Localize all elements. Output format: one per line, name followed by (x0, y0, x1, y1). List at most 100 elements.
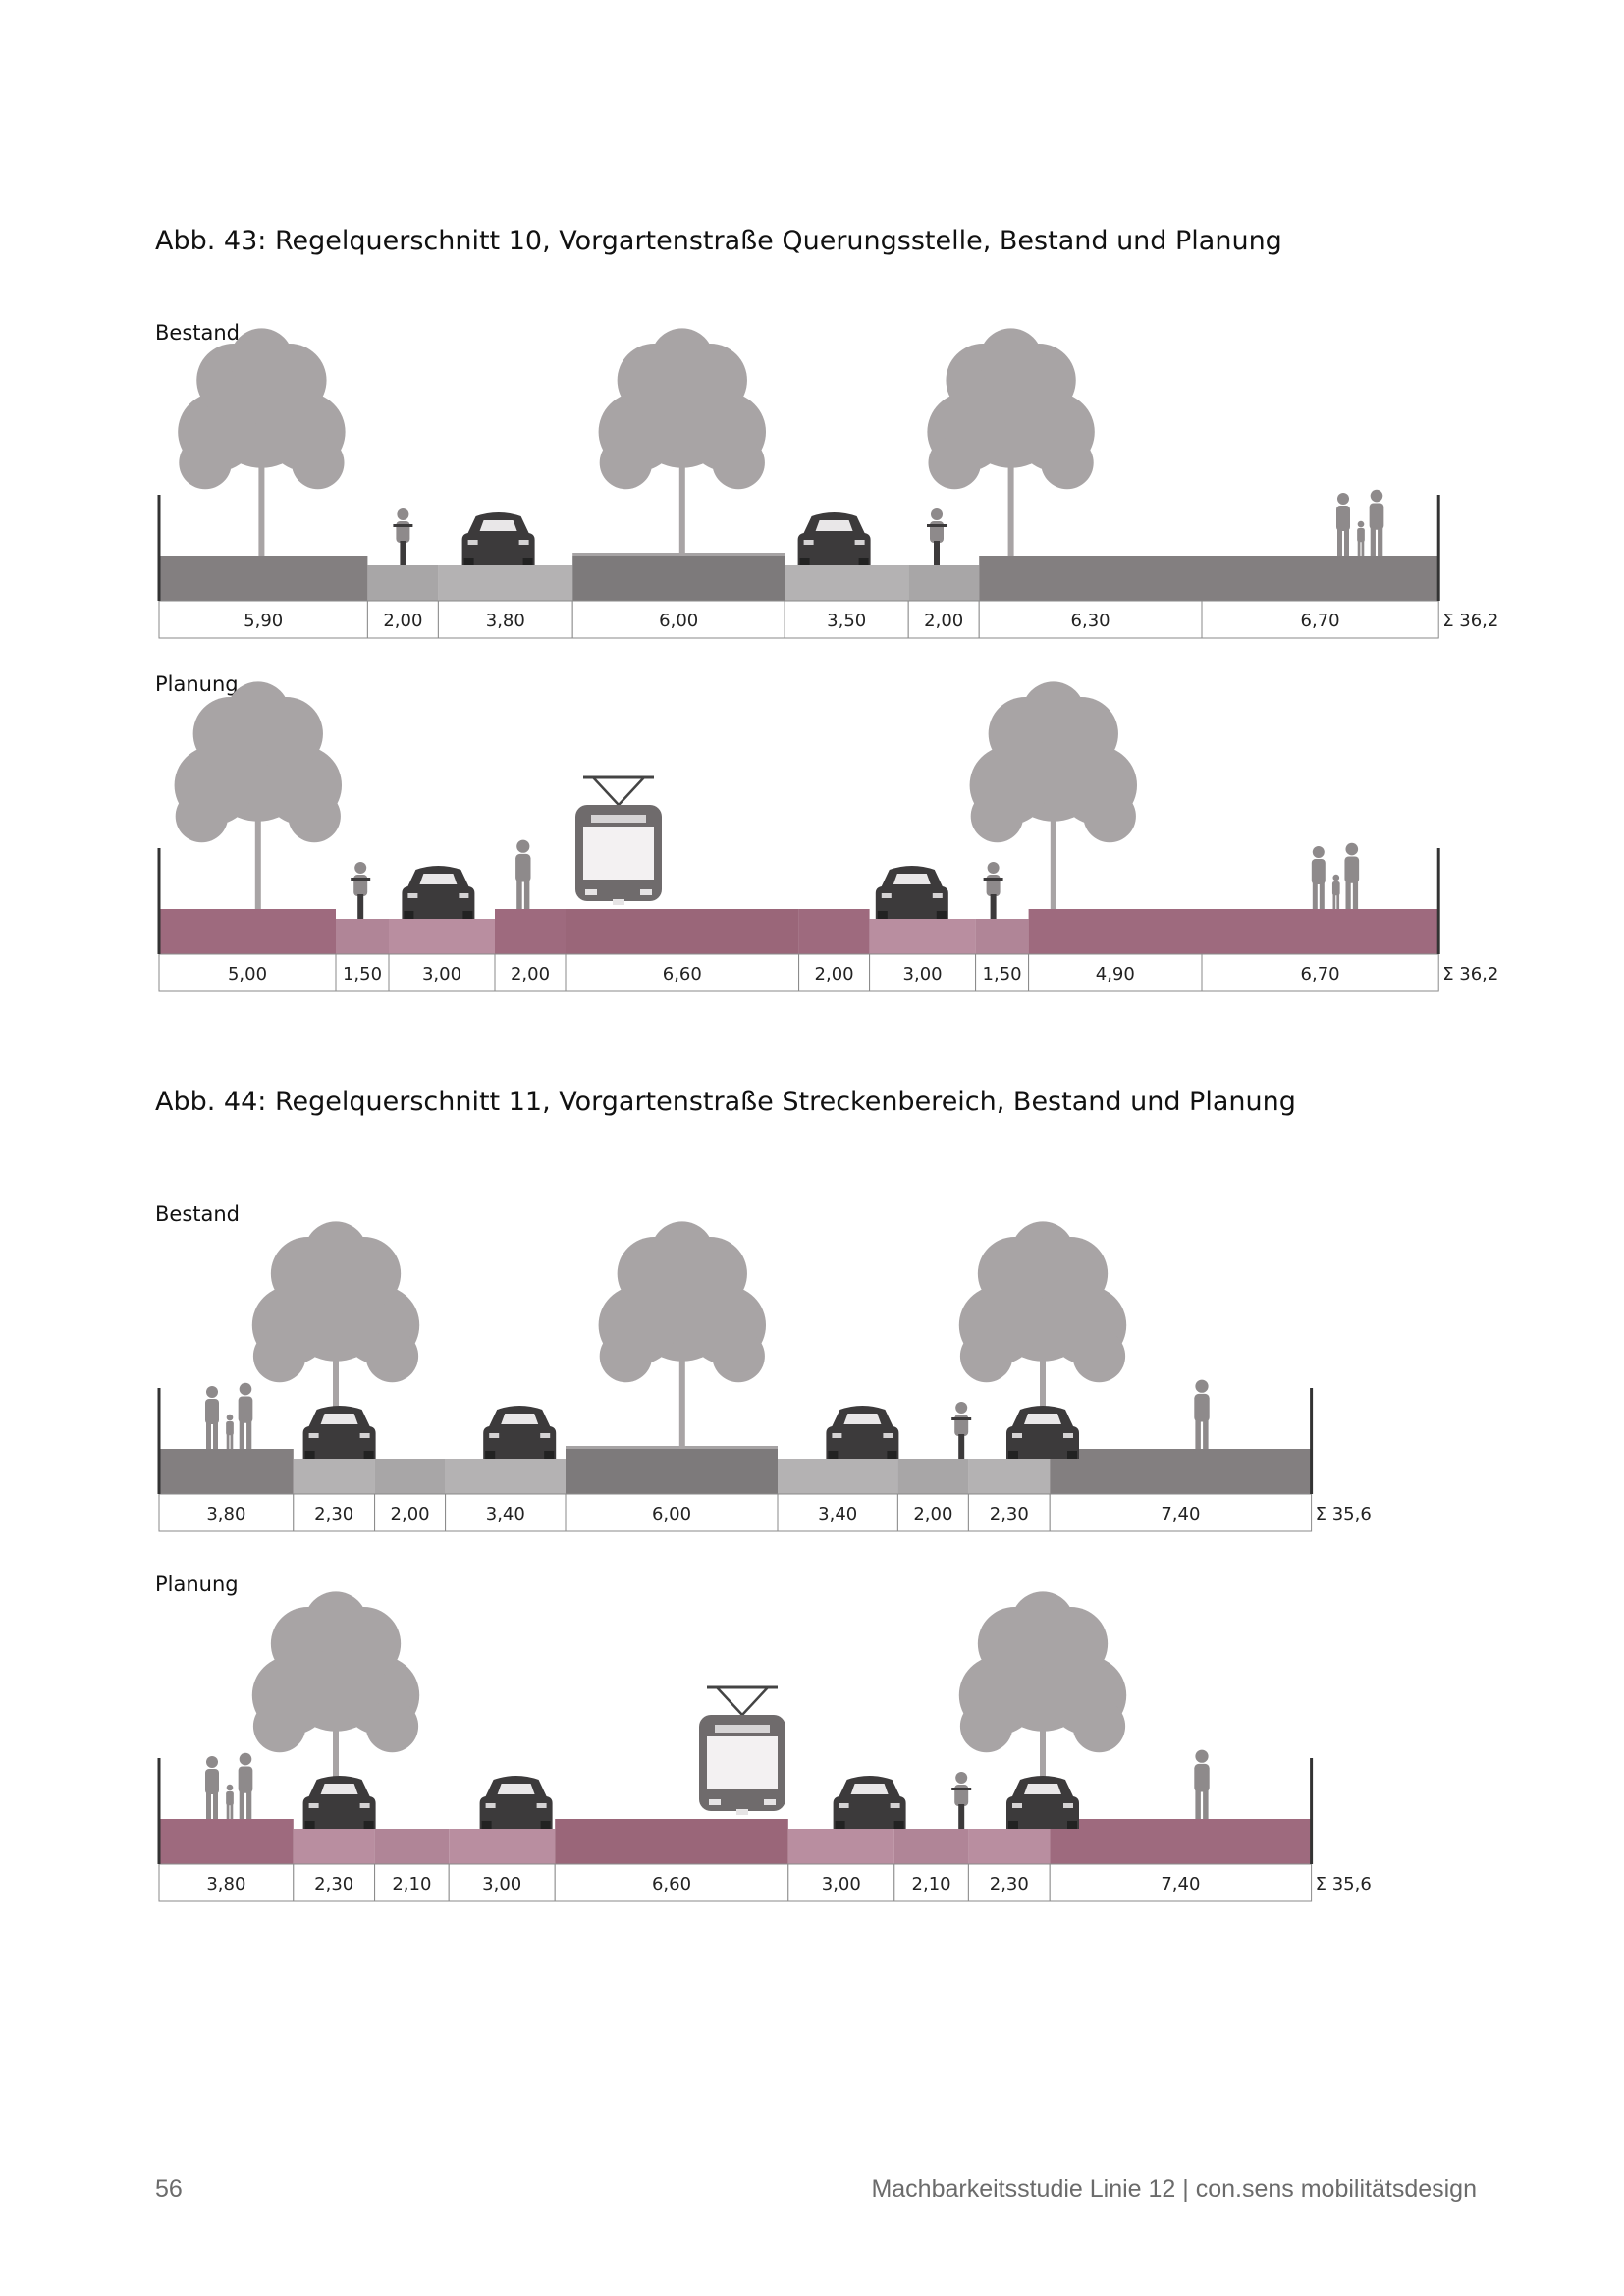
dimension-label: 3,00 (903, 964, 943, 985)
dimension-label: 7,40 (1161, 1504, 1200, 1524)
segment-walk (1202, 556, 1439, 601)
segment-walk (1202, 909, 1439, 954)
total-width-label: Σ 36,2 (1442, 611, 1498, 631)
dimension-label: 3,80 (206, 1504, 245, 1524)
segment-lane (778, 1459, 898, 1494)
dimension-label: 2,30 (314, 1504, 353, 1524)
dimension-cell (798, 953, 871, 992)
dimension-cell (784, 600, 909, 639)
dimension-cell (374, 1493, 447, 1532)
dimension-label: 6,60 (663, 964, 702, 985)
segment-bike (897, 1459, 969, 1494)
segment-walk (1050, 1449, 1312, 1494)
dimension-label: 2,00 (913, 1504, 952, 1524)
dimension-cell (158, 953, 337, 992)
dimension-label: 5,90 (244, 611, 283, 631)
dimension-label: 2,30 (314, 1874, 353, 1895)
family-icon (1311, 842, 1360, 909)
dimension-cell (907, 600, 980, 639)
dimension-cell (975, 953, 1030, 992)
tree-icon (178, 328, 346, 556)
segment-lane (869, 919, 976, 954)
segment-walk (798, 909, 870, 954)
street-objects (205, 1591, 1210, 1829)
dimension-label: 2,00 (383, 611, 422, 631)
segment-bike (374, 1459, 446, 1494)
figure-44-bestand-label: Bestand (155, 1202, 241, 1226)
dimension-label: 2,30 (990, 1874, 1029, 1895)
tree-icon (598, 1221, 767, 1449)
cyclist-icon (927, 508, 947, 565)
dimension-label: 1,50 (343, 964, 382, 985)
cyclist-icon (983, 862, 1003, 919)
dimension-label: 3,00 (422, 964, 461, 985)
dimension-label: 3,80 (486, 611, 525, 631)
family-icon (205, 1752, 253, 1819)
cyclist-icon (951, 1772, 972, 1829)
dimension-label: 6,70 (1301, 964, 1340, 985)
dimension-label: 4,90 (1096, 964, 1135, 985)
dimension-label: 3,40 (486, 1504, 525, 1524)
dimension-cell (494, 953, 567, 992)
dimension-cell (893, 1863, 969, 1902)
dimension-label: 2,00 (391, 1504, 430, 1524)
dimension-cell (787, 1863, 895, 1902)
dimension-label: 3,80 (206, 1874, 245, 1895)
segment-median (566, 1449, 778, 1494)
dimension-label: 6,60 (652, 1874, 691, 1895)
car-icon (461, 512, 535, 565)
street-objects (205, 1221, 1210, 1459)
segment-bike (367, 565, 439, 601)
dimension-cell (388, 953, 496, 992)
segment-bike (975, 919, 1029, 954)
footer-credit: Machbarkeitsstudie Linie 12 | con.sens m… (871, 2175, 1477, 2203)
tree-icon (969, 681, 1138, 909)
segment-lane (785, 565, 909, 601)
segment-lane (968, 1829, 1051, 1864)
dimension-cell (158, 1493, 295, 1532)
cyclist-icon (351, 862, 371, 919)
segment-track (566, 909, 799, 954)
tram-icon (575, 775, 662, 905)
dimension-label: 6,00 (659, 611, 698, 631)
dimension-cell (374, 1863, 450, 1902)
car-icon (402, 866, 475, 919)
dimension-label: 2,10 (912, 1874, 951, 1895)
segment-track (555, 1819, 788, 1864)
segment-lane (968, 1459, 1051, 1494)
dimension-label: 2,30 (990, 1504, 1029, 1524)
dimension-cell (1201, 600, 1439, 639)
dimension-label: 2,10 (392, 1874, 431, 1895)
dimension-cell (158, 1863, 295, 1902)
person-icon (515, 839, 531, 909)
segment-bike (336, 919, 389, 954)
car-icon (1006, 1406, 1079, 1459)
dimension-cell (565, 1493, 779, 1532)
dimension-cell (1049, 1863, 1313, 1902)
dimension-label: 6,70 (1301, 611, 1340, 631)
dimension-cell (571, 600, 785, 639)
family-icon (205, 1382, 253, 1449)
segment-lane (449, 1829, 556, 1864)
figure-43-title: Abb. 43: Regelquerschnitt 10, Vorgartens… (155, 226, 1282, 256)
car-icon (1006, 1776, 1079, 1829)
dimension-label: 7,40 (1161, 1874, 1200, 1895)
figure-44-title: Abb. 44: Regelquerschnitt 11, Vorgartens… (155, 1087, 1296, 1117)
dimension-label: 1,50 (983, 964, 1022, 985)
segment-walk (159, 909, 336, 954)
street-objects (178, 328, 1384, 565)
tree-icon (251, 1221, 420, 1449)
segment-walk (159, 1819, 294, 1864)
segment-lane (438, 565, 573, 601)
segment-walk (159, 556, 368, 601)
segment-walk (979, 556, 1202, 601)
segment-lane (787, 1829, 894, 1864)
figure-43-planung-label: Planung (155, 672, 239, 696)
tree-icon (598, 328, 767, 556)
segment-bike (374, 1829, 450, 1864)
car-icon (797, 512, 871, 565)
person-icon (1194, 1749, 1210, 1819)
